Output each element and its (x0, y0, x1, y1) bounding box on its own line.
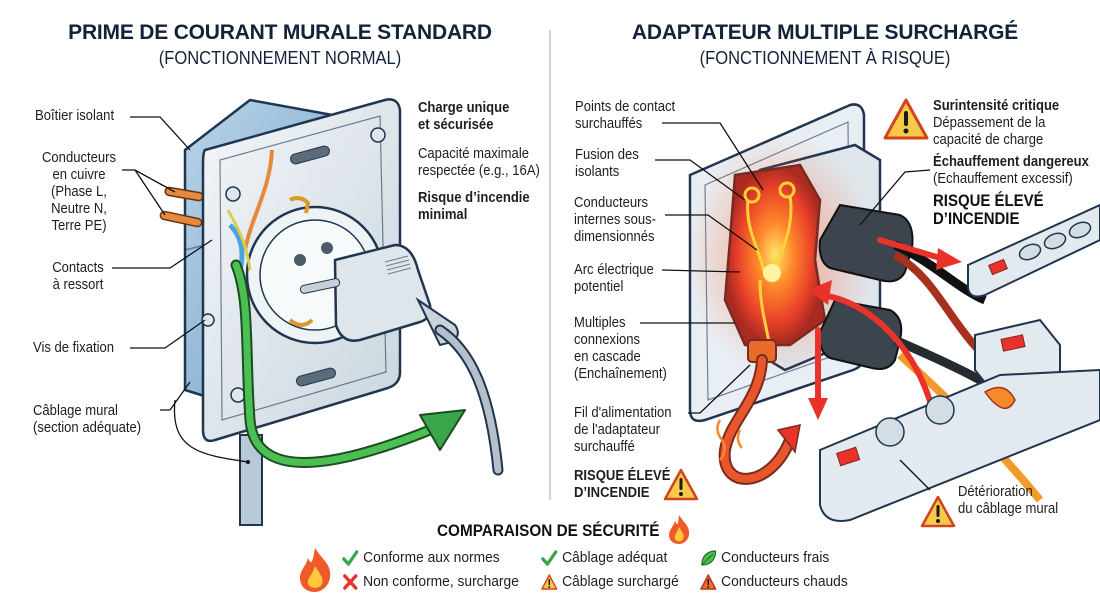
label-line: surchauffé (574, 439, 635, 455)
warning-triangle-icons (663, 98, 956, 528)
legend-label: Câblage surchargé (562, 573, 679, 590)
legend-label: Conducteurs frais (721, 549, 830, 566)
right-subtitle: (FONCTIONNEMENT À RISQUE) (699, 48, 951, 68)
leaf-icon (701, 549, 717, 566)
label-line: en cuivre (52, 167, 106, 183)
label-cablage-mural: Câblage mural (section adéquate) (33, 403, 153, 437)
label-line: Fil d'alimentation (574, 405, 672, 421)
label-line: connexions (574, 332, 641, 348)
label-line: Arc électrique (574, 262, 654, 278)
label-line: Multiples (574, 315, 626, 331)
right-info-block: Surintensité critique Dépassement de la … (933, 98, 1100, 228)
info-text: Dépassement de la (933, 115, 1046, 131)
label-line: internes sous- (574, 212, 656, 228)
info-text: (Echauffement excessif) (933, 171, 1073, 187)
label-line: Points de contact (575, 99, 676, 115)
info-heading: et sécurisée (418, 117, 494, 133)
left-info-block: Charge unique et sécurisée Capacité maxi… (418, 100, 553, 224)
info-capacity: respectée (e.g., 16A) (418, 163, 540, 179)
label-line: (Phase L, (51, 184, 107, 200)
legend-item-cablage-surcharge: Câblage surchargé (541, 573, 679, 590)
label-multiples-connexions: Multiples connexions en cascade (Enchaîn… (574, 315, 677, 383)
legend-label: Câblage adéquat (562, 549, 668, 566)
info-risk: D’INCENDIE (933, 209, 1020, 228)
legend-title: COMPARAISON DE SÉCURITÉ (437, 521, 660, 540)
label-arc-electrique: Arc électrique potentiel (574, 262, 663, 296)
label-line: en cascade (574, 349, 641, 365)
label-fusion-isolants: Fusion des isolants (575, 147, 646, 181)
check-icon (541, 549, 558, 566)
label-line: Conducteurs (42, 150, 116, 166)
label-line: à ressort (52, 277, 104, 293)
label-conducteurs-cuivre: Conducteurs en cuivre (Phase L, Neutre N… (34, 150, 124, 235)
label-line: potentiel (574, 279, 624, 295)
label-line: dimensionnés (574, 229, 655, 245)
label-contacts-ressort: Contacts à ressort (43, 260, 113, 294)
label-line: RISQUE ÉLEVÉ (574, 468, 671, 484)
legend-item-conducteurs-frais: Conducteurs frais (700, 549, 829, 566)
label-line: Fusion des (575, 147, 639, 163)
info-heading: Surintensité critique (933, 98, 1060, 114)
label-line: Neutre N, (51, 201, 107, 217)
legend-label: Conducteurs chauds (721, 573, 848, 590)
label-line: surchauffés (575, 116, 643, 132)
legend-label: Non conforme, surcharge (363, 573, 519, 590)
info-risk: minimal (418, 207, 468, 223)
label-line: du câblage mural (958, 501, 1059, 517)
fire-icon-small (669, 515, 690, 544)
cross-icon (343, 573, 358, 590)
info-risk: RISQUE ÉLEVÉ (933, 191, 1044, 210)
standard-socket-illustration (112, 98, 504, 526)
panel-divider (549, 30, 551, 500)
label-deterioration: Détérioration du câblage mural (958, 484, 1069, 518)
info-capacity: Capacité maximale (418, 146, 529, 162)
label-line: Détérioration (958, 484, 1033, 500)
risk-bottom-label: RISQUE ÉLEVÉ D’INCENDIE (574, 468, 681, 502)
right-title: ADAPTATEUR MULTIPLE SURCHARGÉ (631, 21, 1019, 44)
info-text: capacité de charge (933, 132, 1044, 148)
warning-icon (541, 573, 558, 590)
legend-item-conforme: Conforme aux normes (342, 549, 500, 566)
label-line: Câblage mural (33, 403, 118, 419)
label-fil-alimentation: Fil d'alimentation de l'adaptateur surch… (574, 405, 682, 456)
label-vis-fixation: Vis de fixation (33, 340, 115, 356)
label-line: (Enchaînement) (574, 366, 667, 382)
label-line: isolants (575, 164, 620, 180)
warning-icon (700, 573, 717, 590)
legend-label: Conforme aux normes (363, 549, 500, 566)
check-icon (342, 549, 359, 566)
label-line: Conducteurs (574, 195, 648, 211)
label-boitier-isolant: Boîtier isolant (35, 108, 115, 124)
label-line: D’INCENDIE (574, 485, 650, 501)
info-heading: Charge unique (418, 100, 510, 116)
label-line: de l'adaptateur (574, 422, 660, 438)
label-line: Contacts (52, 260, 104, 276)
info-heading: Échauffement dangereux (933, 154, 1089, 170)
label-line: (section adéquate) (33, 420, 142, 436)
label-conducteurs-internes: Conducteurs internes sous- dimensionnés (574, 195, 665, 246)
left-subtitle: (FONCTIONNEMENT NORMAL) (158, 48, 402, 68)
label-points-contact: Points de contact surchauffés (575, 99, 686, 133)
fire-icon-large (300, 548, 331, 592)
info-risk: Risque d’incendie (418, 190, 530, 206)
left-title: PRIME DE COURANT MURALE STANDARD (68, 21, 492, 44)
label-line: Terre PE) (51, 218, 107, 234)
legend-item-cablage-adequat: Câblage adéquat (541, 549, 667, 566)
legend-item-non-conforme: Non conforme, surcharge (342, 573, 519, 590)
overloaded-adapter-illustration (640, 103, 1100, 522)
legend-item-conducteurs-chauds: Conducteurs chauds (700, 573, 848, 590)
